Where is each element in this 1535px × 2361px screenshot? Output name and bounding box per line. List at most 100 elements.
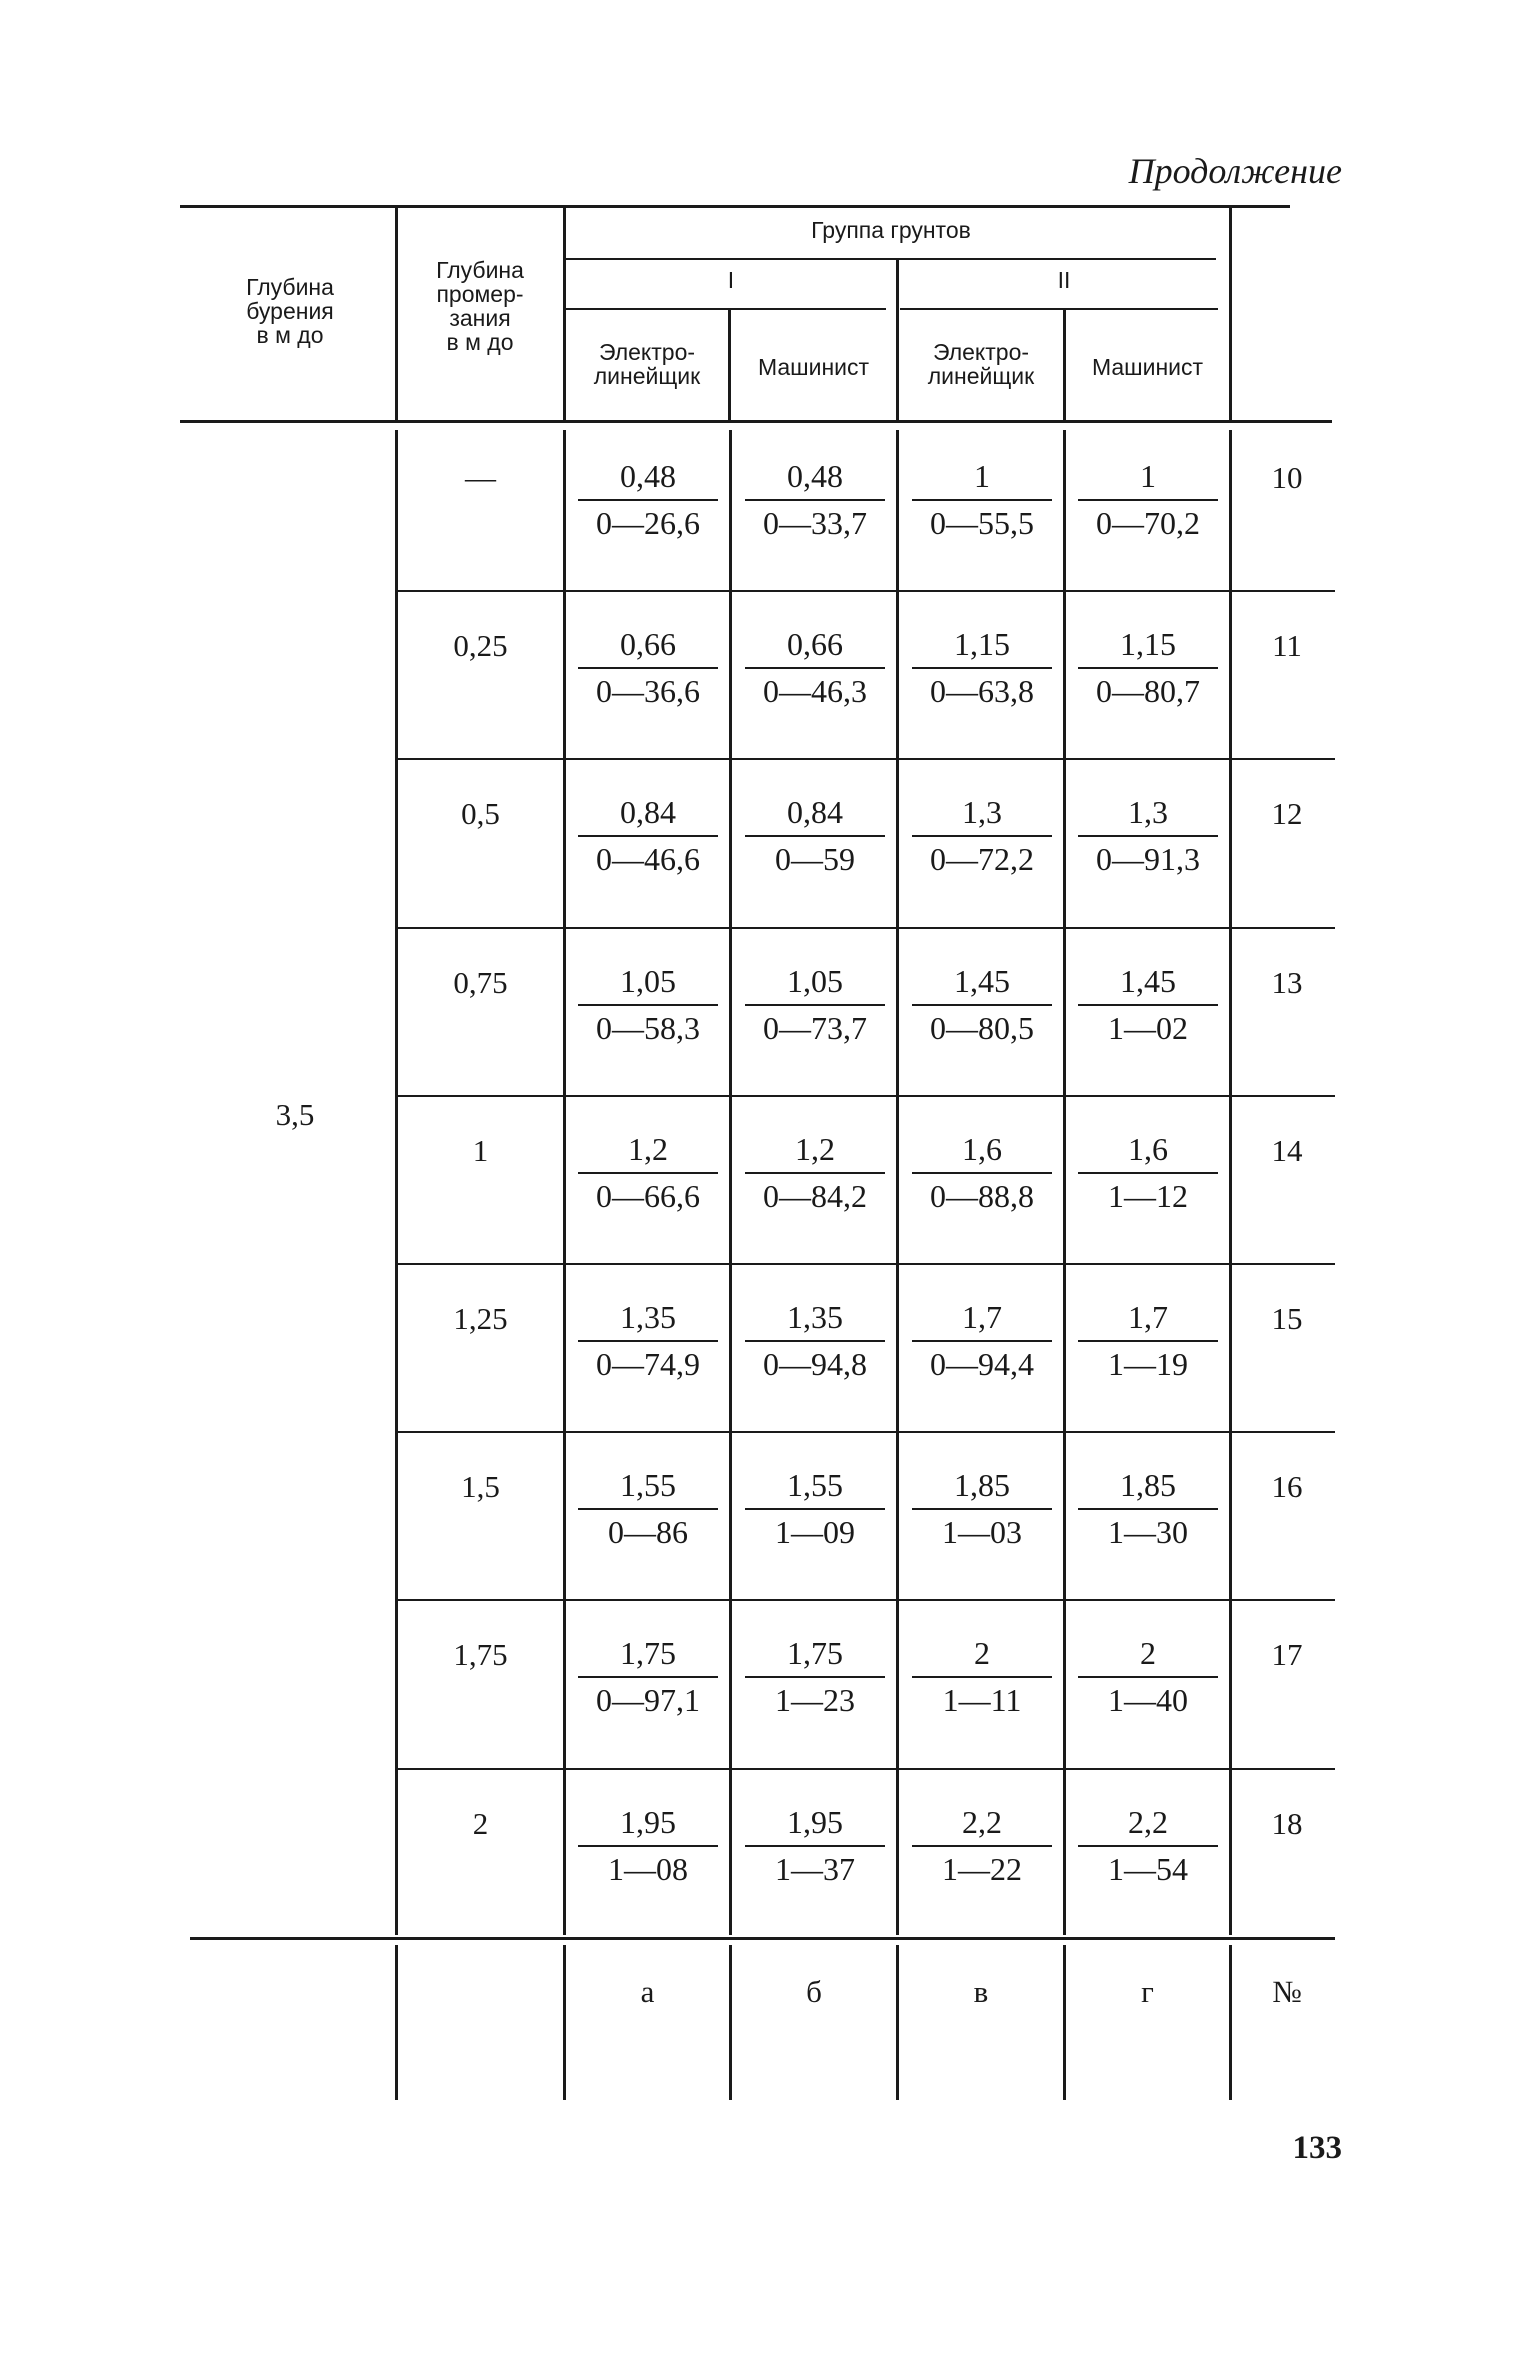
- fraction-denominator: 0—80,5: [930, 1009, 1034, 1046]
- row-separator: [398, 1263, 1335, 1265]
- fraction-numerator: 1,3: [912, 794, 1052, 838]
- soil-group-rule: [566, 258, 1216, 260]
- fraction-numerator: 1,75: [745, 1635, 885, 1679]
- header-soil-group: Группа грунтов: [811, 217, 971, 243]
- header-machinist-ii: Машинист: [1091, 354, 1204, 380]
- fraction-denominator: 1—09: [775, 1514, 855, 1551]
- fraction-denominator: 0—94,8: [763, 1346, 867, 1382]
- header-electrician-ii: Электро- линейщик: [927, 339, 1035, 390]
- fraction-numerator: 1,45: [912, 963, 1052, 1006]
- fraction-numerator: 1,95: [578, 1804, 718, 1847]
- row-number: 14: [1271, 1132, 1303, 1168]
- fraction-denominator: 1—08: [608, 1850, 688, 1887]
- fraction-denominator: 1—12: [1108, 1177, 1188, 1214]
- row-separator: [398, 1767, 1335, 1770]
- fraction-numerator: 1,55: [745, 1467, 885, 1511]
- fraction-numerator: 1,35: [578, 1299, 718, 1342]
- header-bottom-rule: [180, 420, 1332, 423]
- row-separator: [398, 1431, 1335, 1434]
- fraction-denominator: 0—84,2: [763, 1177, 867, 1214]
- header-drill-depth: Глубина бурения в м до: [246, 274, 334, 349]
- fraction-numerator: 0,66: [578, 626, 718, 670]
- header-vline-2: [563, 208, 566, 420]
- fraction-denominator: 0—63,8: [930, 673, 1034, 710]
- row-number: 18: [1271, 1805, 1303, 1841]
- fraction-numerator: 1,05: [745, 963, 885, 1006]
- header-vline-5: [728, 310, 731, 420]
- fraction-numerator: 1,6: [1078, 1131, 1218, 1174]
- table-top-rule: [180, 205, 1290, 208]
- fraction-denominator: 1—19: [1108, 1346, 1188, 1382]
- fraction-numerator: 1,6: [912, 1131, 1052, 1174]
- fraction-numerator: 1,15: [912, 626, 1052, 670]
- group-subheader-rule-i: [566, 308, 886, 310]
- fraction-numerator: 1,85: [1078, 1467, 1218, 1511]
- footer-col-b: б: [806, 1974, 822, 2009]
- header-vline-6: [1063, 310, 1066, 420]
- footer-vline-1: [395, 1945, 398, 2100]
- fraction-denominator: 0—59: [775, 841, 855, 878]
- fraction-denominator: 1—03: [942, 1514, 1022, 1551]
- row-number: 12: [1271, 796, 1303, 832]
- footer-vline-2: [563, 1945, 566, 2100]
- body-bottom-rule: [190, 1937, 1335, 1940]
- header-electrician-i: Электро- линейщик: [593, 339, 701, 390]
- header-freeze-depth: Глубина промер- зания в м до: [436, 257, 524, 356]
- fraction-denominator: 0—70,2: [1096, 505, 1200, 541]
- fraction-denominator: 1—02: [1108, 1009, 1188, 1046]
- fraction-denominator: 0—72,2: [930, 841, 1034, 878]
- fraction-denominator: 1—54: [1108, 1850, 1188, 1887]
- body-vline-6: [1229, 430, 1232, 1935]
- header-group-ii: II: [1057, 267, 1071, 293]
- row-number: 15: [1271, 1301, 1303, 1336]
- row-separator: [398, 926, 1335, 929]
- freeze-depth-cell: —: [465, 460, 496, 495]
- fraction-denominator: 0—88,8: [930, 1177, 1034, 1214]
- fraction-numerator: 1: [912, 458, 1052, 501]
- fraction-denominator: 0—26,6: [596, 505, 700, 541]
- fraction-denominator: 0—33,7: [763, 505, 867, 541]
- group-subheader-rule-ii: [900, 308, 1218, 310]
- footer-col-v: в: [973, 1974, 989, 2009]
- fraction-denominator: 0—86: [608, 1514, 688, 1551]
- freeze-depth-cell: 1,25: [453, 1301, 508, 1336]
- fraction-numerator: 1,45: [1078, 963, 1218, 1006]
- row-separator: [398, 1094, 1335, 1097]
- fraction-numerator: 1,55: [578, 1467, 718, 1511]
- fraction-numerator: 0,66: [745, 626, 885, 670]
- freeze-depth-cell: 0,75: [453, 964, 508, 1000]
- header-group-i: I: [727, 267, 735, 293]
- fraction-denominator: 1—37: [775, 1850, 855, 1887]
- fraction-numerator: 1,75: [578, 1635, 718, 1679]
- fraction-denominator: 0—91,3: [1096, 841, 1200, 878]
- fraction-numerator: 1,15: [1078, 626, 1218, 670]
- fraction-numerator: 2: [912, 1635, 1052, 1679]
- freeze-depth-cell: 1,75: [453, 1637, 508, 1673]
- footer-col-num: №: [1272, 1974, 1302, 2009]
- fraction-denominator: 1—23: [775, 1682, 855, 1719]
- body-vline-5: [1063, 430, 1066, 1935]
- footer-col-a: а: [640, 1974, 655, 2009]
- body-vline-2: [563, 430, 566, 1935]
- fraction-numerator: 1: [1078, 458, 1218, 501]
- row-number: 16: [1271, 1469, 1303, 1505]
